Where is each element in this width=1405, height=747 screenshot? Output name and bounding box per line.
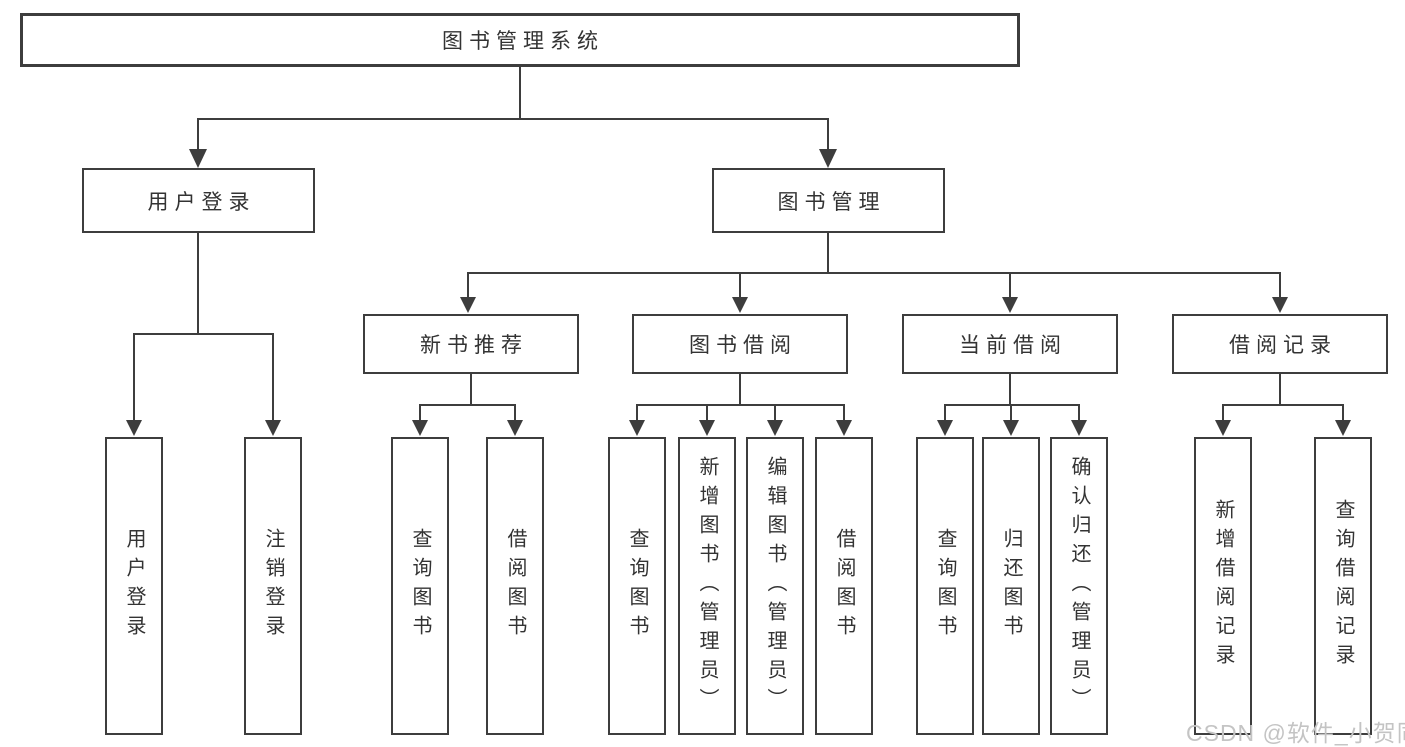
arrow-down-icon <box>732 297 748 313</box>
connector-stem <box>1222 404 1224 422</box>
arrow-down-icon <box>767 420 783 436</box>
connector-user-login-branch <box>133 333 274 335</box>
connector-stem <box>944 404 946 422</box>
node-user-login: 用户登录 <box>82 168 315 233</box>
connector-book-mgmt-branch <box>467 272 1281 274</box>
leaf-query-borrow-record: 查询借阅记录 <box>1314 437 1372 735</box>
arrow-down-icon <box>412 420 428 436</box>
arrow-down-icon <box>507 420 523 436</box>
node-library-management-system: 图书管理系统 <box>20 13 1020 67</box>
connector-stem <box>467 272 469 299</box>
node-label: 新书推荐 <box>420 334 528 357</box>
arrow-down-icon <box>126 420 142 436</box>
csdn-watermark: CSDN @软件_小贺同学 <box>1186 720 1405 746</box>
connector-stem <box>1279 272 1281 299</box>
arrow-down-icon <box>1335 420 1351 436</box>
connector-stem <box>514 404 516 422</box>
node-label: 借阅图书 <box>833 528 855 644</box>
connector-stem <box>739 272 741 299</box>
node-label: 查询图书 <box>934 528 956 644</box>
connector-branch <box>419 404 516 406</box>
leaf-query-books: 查询图书 <box>608 437 666 735</box>
leaf-query-books: 查询图书 <box>391 437 449 735</box>
leaf-borrow-books: 借阅图书 <box>815 437 873 735</box>
node-label: 查询图书 <box>626 528 648 644</box>
node-label: 查询图书 <box>409 528 431 644</box>
connector-stem <box>774 404 776 422</box>
node-label: 用户登录 <box>123 528 145 644</box>
arrow-down-icon <box>937 420 953 436</box>
connector-branch <box>944 404 1080 406</box>
connector-stem <box>739 374 741 404</box>
node-label: 归还图书 <box>1000 528 1022 644</box>
node-current-borrow: 当前借阅 <box>902 314 1118 374</box>
connector-stem <box>706 404 708 422</box>
arrow-down-icon <box>1002 297 1018 313</box>
node-label: 当前借阅 <box>959 334 1067 357</box>
connector-stem <box>1078 404 1080 422</box>
node-label: 新增图书（管理员） <box>696 455 718 717</box>
leaf-add-borrow-record: 新增借阅记录 <box>1194 437 1252 735</box>
connector-stem <box>843 404 845 422</box>
node-new-book-recommend: 新书推荐 <box>363 314 579 374</box>
connector-book-mgmt-stem <box>827 233 829 272</box>
connector-stem <box>1009 272 1011 299</box>
arrow-down-icon <box>265 420 281 436</box>
connector-user-login-stem <box>197 233 199 333</box>
arrow-down-icon <box>460 297 476 313</box>
leaf-confirm-return-admin: 确认归还（管理员） <box>1050 437 1108 735</box>
node-label: 借阅记录 <box>1229 334 1337 357</box>
leaf-add-books-admin: 新增图书（管理员） <box>678 437 736 735</box>
node-borrow-records: 借阅记录 <box>1172 314 1388 374</box>
connector-stem <box>470 374 472 404</box>
connector-branch <box>1222 404 1344 406</box>
arrow-down-icon <box>1071 420 1087 436</box>
arrow-down-icon <box>699 420 715 436</box>
node-book-management: 图书管理 <box>712 168 945 233</box>
arrow-down-icon <box>189 149 207 168</box>
connector-stem <box>1010 404 1012 422</box>
connector-root-stem <box>519 67 521 118</box>
connector-stem <box>419 404 421 422</box>
connector-stem <box>827 118 829 152</box>
node-label: 图书管理系统 <box>442 30 604 53</box>
leaf-logout: 注销登录 <box>244 437 302 735</box>
leaf-user-login: 用户登录 <box>105 437 163 735</box>
node-label: 确认归还（管理员） <box>1068 455 1090 717</box>
node-label: 用户登录 <box>147 190 256 214</box>
node-label: 注销登录 <box>262 528 284 644</box>
arrow-down-icon <box>819 149 837 168</box>
node-label: 编辑图书（管理员） <box>764 455 786 717</box>
leaf-return-books: 归还图书 <box>982 437 1040 735</box>
connector-stem <box>1279 374 1281 404</box>
arrow-down-icon <box>1003 420 1019 436</box>
leaf-edit-books-admin: 编辑图书（管理员） <box>746 437 804 735</box>
arrow-down-icon <box>1272 297 1288 313</box>
connector-branch <box>636 404 845 406</box>
connector-stem <box>197 118 199 152</box>
connector-stem <box>133 333 135 422</box>
leaf-query-books: 查询图书 <box>916 437 974 735</box>
node-label: 图书借阅 <box>689 334 797 357</box>
arrow-down-icon <box>629 420 645 436</box>
arrow-down-icon <box>1215 420 1231 436</box>
arrow-down-icon <box>836 420 852 436</box>
node-label: 查询借阅记录 <box>1332 499 1354 673</box>
connector-stem <box>636 404 638 422</box>
connector-stem <box>1009 374 1011 404</box>
node-label: 新增借阅记录 <box>1212 499 1234 673</box>
node-label: 图书管理 <box>777 190 886 214</box>
connector-stem <box>272 333 274 422</box>
connector-root-branch <box>197 118 829 120</box>
connector-stem <box>1342 404 1344 422</box>
node-book-borrow: 图书借阅 <box>632 314 848 374</box>
node-label: 借阅图书 <box>504 528 526 644</box>
leaf-borrow-books: 借阅图书 <box>486 437 544 735</box>
